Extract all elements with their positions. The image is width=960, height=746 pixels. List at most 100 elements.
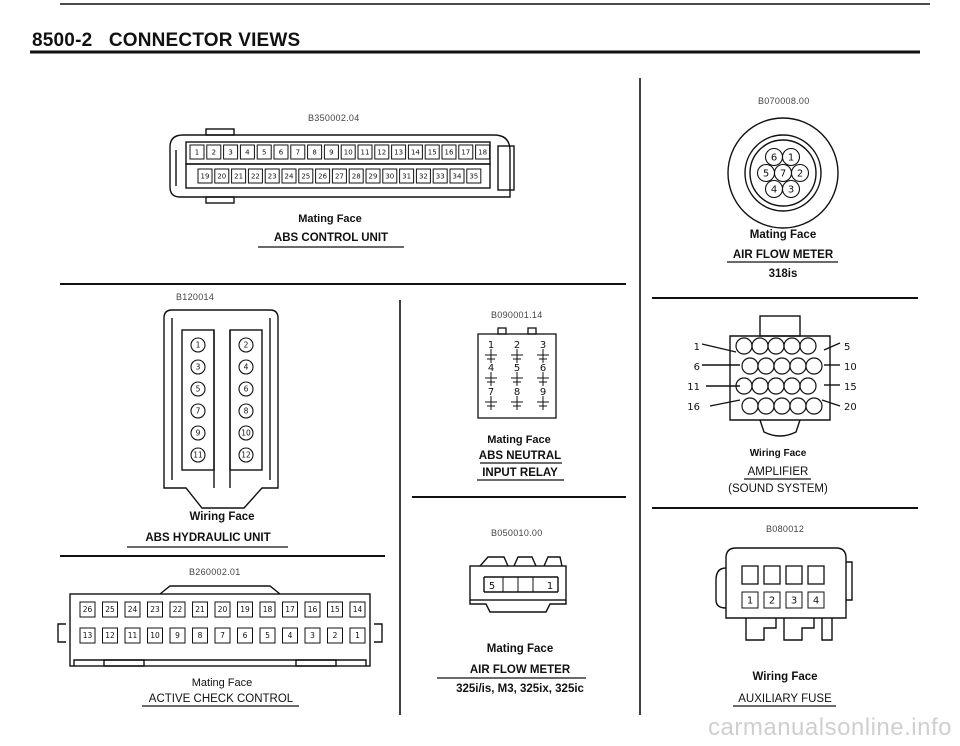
hydraulic-pin: 2 [238,337,254,353]
svg-text:31: 31 [402,172,411,180]
active-check-pin: 1 [349,627,366,644]
amplifier-pin [773,397,791,415]
abs-control-pin: 31 [399,168,415,184]
active-check-pin: 5 [259,627,276,644]
svg-text:7: 7 [296,148,300,156]
abs-control-pin: 5 [256,144,272,160]
active-check-pin: 10 [147,627,163,644]
svg-text:21: 21 [195,605,205,614]
abs-control-pin: 6 [273,144,289,160]
amplifier-pin-label: 6 [694,362,700,373]
svg-text:1: 1 [488,340,494,351]
active-check-pin: 20 [214,601,231,618]
connector-caption: ABS CONTROL UNIT [273,232,389,244]
face-label: Mating Face [487,434,551,446]
svg-text:7: 7 [220,631,225,640]
amplifier-pin [799,377,817,395]
connector-caption: AIR FLOW METER [732,249,834,261]
page-title: CONNECTOR VIEWS [108,30,301,51]
svg-text:15: 15 [428,148,437,156]
svg-text:28: 28 [352,172,361,180]
relay-terminal: 7 [485,387,497,410]
svg-text:5: 5 [763,169,769,180]
amplifier-pin-label: 5 [844,342,850,353]
abs-control-pin: 12 [374,144,390,160]
svg-text:5: 5 [196,385,201,394]
svg-text:6: 6 [244,385,249,394]
abs-control-pin: 29 [365,168,381,184]
ref-code: B260002.01 [189,567,241,577]
svg-text:29: 29 [369,172,378,180]
face-label: Wiring Face [189,511,255,523]
hydraulic-pin: 10 [238,425,254,441]
svg-text:2: 2 [244,341,249,350]
fuse-socket [741,565,759,585]
amplifier-pin [751,377,769,395]
amplifier-pin [767,377,785,395]
svg-text:1: 1 [195,148,199,156]
amplifier-pin [751,337,769,355]
svg-text:3: 3 [791,596,797,607]
abs-control-unit-connector [169,128,515,204]
active-check-pin: 17 [282,601,298,618]
svg-text:4: 4 [488,363,494,374]
svg-text:9: 9 [175,631,180,640]
air-flow-325-pin: 5 [489,581,495,592]
svg-text:17: 17 [461,148,470,156]
amplifier-pin [741,397,759,415]
svg-text:1: 1 [196,341,201,350]
svg-text:7: 7 [488,387,494,398]
svg-text:11: 11 [128,631,138,640]
active-check-pin: 9 [169,627,186,644]
active-check-pin: 23 [147,601,163,618]
abs-control-pin: 23 [264,168,280,184]
connector-caption: AUXILIARY FUSE [738,693,832,705]
svg-text:11: 11 [193,451,203,460]
svg-text:10: 10 [150,631,160,640]
svg-text:13: 13 [394,148,403,156]
svg-text:2: 2 [769,596,775,607]
svg-text:17: 17 [285,605,295,614]
svg-text:20: 20 [218,605,228,614]
abs-control-pin: 18 [475,144,491,160]
abs-control-pin: 28 [348,168,364,184]
amplifier-pin [783,377,801,395]
svg-text:19: 19 [201,172,210,180]
svg-text:1: 1 [788,153,794,164]
active-check-pin: 15 [327,601,343,618]
svg-text:4: 4 [288,631,293,640]
abs-control-pin: 10 [340,144,356,160]
hydraulic-pin: 1 [190,337,206,353]
svg-text:7: 7 [780,169,786,180]
ref-code: B080012 [766,524,805,534]
svg-text:16: 16 [445,148,454,156]
abs-control-pin: 4 [239,144,255,160]
fuse-socket [785,565,803,585]
abs-control-pin: 15 [424,144,440,160]
abs-control-pin: 2 [206,144,222,160]
svg-text:33: 33 [436,172,445,180]
svg-text:27: 27 [335,172,344,180]
svg-text:24: 24 [285,172,294,180]
abs-control-pin: 19 [197,168,213,184]
svg-text:3: 3 [196,363,201,372]
svg-text:26: 26 [318,172,327,180]
svg-text:18: 18 [263,605,273,614]
abs-control-pin: 27 [331,168,347,184]
svg-text:11: 11 [361,148,370,156]
relay-terminal: 5 [511,363,523,386]
active-check-connector [57,585,383,667]
air-flow-318-pin: 7 [773,163,793,183]
abs-control-pin: 17 [458,144,474,160]
svg-text:5: 5 [262,148,266,156]
abs-control-pin: 22 [247,168,263,184]
svg-text:23: 23 [268,172,277,180]
relay-terminal: 2 [511,340,523,363]
abs-control-pin: 33 [432,168,448,184]
svg-text:4: 4 [245,148,250,156]
svg-text:2: 2 [212,148,216,156]
connector-caption: ABS HYDRAULIC UNIT [145,532,271,544]
active-check-pin: 6 [237,627,253,644]
svg-text:8: 8 [244,407,249,416]
page-number: 8500-2 [32,30,93,51]
